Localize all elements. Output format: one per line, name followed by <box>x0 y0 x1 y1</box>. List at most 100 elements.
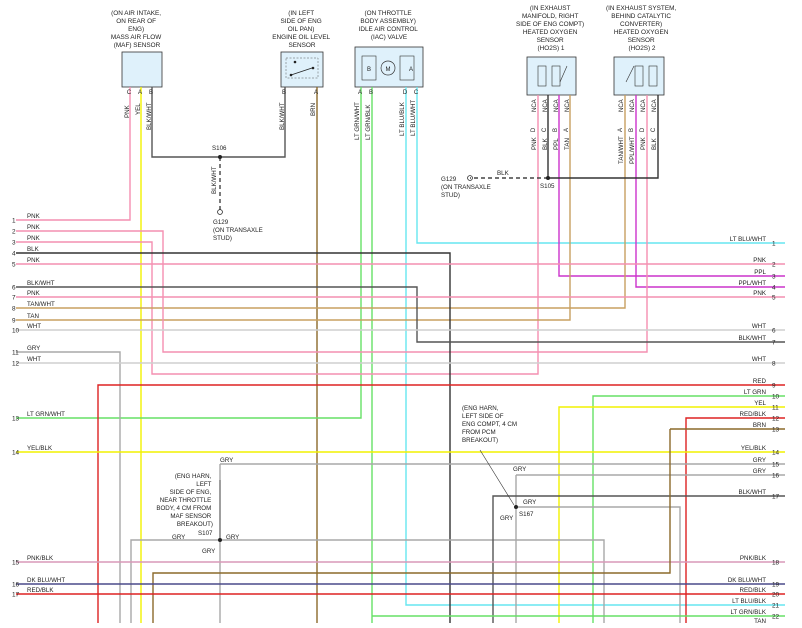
right-row-wire-label: YEL <box>754 400 766 407</box>
right-row-number: 8 <box>772 361 776 368</box>
left-row-number: 3 <box>12 240 16 247</box>
left-row-number: 16 <box>12 582 20 589</box>
wire-row10-lt-grn <box>592 395 785 623</box>
left-row-number: 5 <box>12 262 16 269</box>
ho2s1-pin-b: B <box>553 128 559 132</box>
splice-s167-dot <box>514 505 518 509</box>
maf-pin-b: B <box>149 90 153 96</box>
right-connector-rows: 1LT BLU/WHT2PNK3PPL4PPL/WHT5PNK6WHT7BLK/… <box>728 236 780 625</box>
iac-inner-m: M <box>386 67 391 73</box>
wire-iac-lt-grn-wht <box>16 87 362 419</box>
s107-gry-below-label: GRY <box>202 548 215 555</box>
maf-sensor-box <box>121 51 163 88</box>
left-row-wire-label: PNK <box>27 257 41 264</box>
oil-level-caption: (IN LEFT SIDE OF ENG OIL PAN) ENGINE OIL… <box>272 10 332 49</box>
wire-layer <box>16 87 785 623</box>
vertical-wire-labels: PNK YEL BLK/WHT BLK/WHT BRN LT GRN/WHT L… <box>124 99 658 164</box>
left-row-number: 4 <box>12 251 16 258</box>
ho2s2-pin-b: B <box>629 128 635 132</box>
left-row-number: 10 <box>12 328 20 335</box>
ho2s2-heater-symbol <box>625 65 658 87</box>
right-row-wire-label: BLK/WHT <box>738 489 766 496</box>
splice-s105-label: S105 <box>540 183 555 190</box>
wire-row11-gry <box>16 351 121 623</box>
wire-ho2s1-tan <box>16 95 571 321</box>
left-row-wire-label: TAN <box>27 313 39 320</box>
splice-s106-dot <box>218 155 222 159</box>
right-row-number: 2 <box>772 262 776 269</box>
right-row-number: 3 <box>772 274 776 281</box>
iac-inner-b: B <box>367 67 371 73</box>
ho2s1-wire-tan: TAN <box>564 138 571 150</box>
ho2s2-pin-d: D <box>640 127 646 132</box>
left-row-wire-label: PNK <box>27 235 41 242</box>
wire-iac-lt-blu-blk <box>405 87 785 606</box>
right-row-wire-label: PNK/BLK <box>740 555 767 562</box>
left-row-number: 7 <box>12 295 16 302</box>
right-row-wire-label: LT BLU/BLK <box>732 598 767 605</box>
left-row-wire-label: PNK <box>27 213 41 220</box>
splice-s107-dot <box>218 538 222 542</box>
maf-caption: (ON AIR INTAKE, ON REAR OF ENG) MASS AIR… <box>111 10 163 49</box>
right-row-wire-label: PPL/WHT <box>738 280 766 287</box>
g129-left-label: G129 (ON TRANSAXLE STUD) <box>213 219 264 242</box>
iac-wire-lt-grn-blk: LT GRN/BLK <box>365 104 372 140</box>
left-row-wire-label: LT GRN/WHT <box>27 411 65 418</box>
ho2s1-nca-3: NCA <box>554 99 560 112</box>
wire-maf-pnk <box>16 87 131 221</box>
right-row-number: 19 <box>772 582 780 589</box>
left-row-number: 6 <box>12 285 16 292</box>
wire-ho2s2-ppl-wht <box>635 95 785 288</box>
ho2s1-heater-symbol <box>537 65 568 87</box>
right-row-wire-label: BRN <box>753 422 766 429</box>
splice-s167-label: S167 <box>519 511 534 518</box>
oil-level-switch-symbol <box>285 57 319 79</box>
left-row-wire-label: BLK <box>27 246 40 253</box>
ho2s1-pin-a: A <box>564 128 570 132</box>
right-row-number: 17 <box>772 494 780 501</box>
right-row-wire-label: TAN <box>754 618 766 623</box>
ho2s2-pin-a: A <box>618 128 624 132</box>
right-row-number: 21 <box>772 603 780 610</box>
left-row-number: 14 <box>12 450 20 457</box>
left-row-wire-label: BLK/WHT <box>27 280 55 287</box>
iac-pin-c: C <box>414 90 419 96</box>
ho2s2-wire-blk: BLK <box>651 137 658 150</box>
left-row-number: 15 <box>12 560 20 567</box>
right-row-wire-label: LT BLU/WHT <box>730 236 766 243</box>
ho2s1-nca-4: NCA <box>565 99 571 112</box>
ho2s2-nca-4: NCA <box>652 99 658 112</box>
right-row-wire-label: RED <box>753 378 767 385</box>
iac-wire-lt-blu-blk: LT BLU/BLK <box>399 101 406 136</box>
oil-wire-brn: BRN <box>310 103 317 116</box>
iac-motor-symbol: B M A <box>361 55 415 81</box>
iac-wire-lt-blu-wht: LT BLU/WHT <box>410 100 417 136</box>
left-connector-rows: 1PNK2PNK3PNK4BLK5PNK6BLK/WHT7PNK8TAN/WHT… <box>12 213 65 599</box>
wire-ho2s2-blk <box>548 95 659 179</box>
splice-dots <box>217 155 550 542</box>
splice-s106-label: S106 <box>212 145 227 152</box>
ho2s2-wire-ppl-wht: PPL/WHT <box>629 136 636 164</box>
maf-wire-blk-wht: BLK/WHT <box>146 102 153 130</box>
left-row-number: 2 <box>12 229 16 236</box>
right-row-number: 4 <box>772 285 776 292</box>
left-row-number: 13 <box>12 416 20 423</box>
right-row-number: 10 <box>772 394 780 401</box>
right-row-wire-label: DK BLU/WHT <box>728 577 766 584</box>
right-row-wire-label: GRY <box>753 468 766 475</box>
oil-level-sensor-box <box>280 51 324 88</box>
iac-caption: (ON THROTTLE BODY ASSEMBLY) IDLE AIR CON… <box>359 10 420 41</box>
left-row-wire-label: WHT <box>27 323 41 330</box>
wire-ho2s1-pnk <box>16 95 539 375</box>
maf-pin-a: A <box>138 90 142 96</box>
ho2s1-box <box>526 56 577 96</box>
right-row-number: 5 <box>772 295 776 302</box>
right-row-wire-label: RED/BLK <box>740 411 767 418</box>
s107-gry-top-label: GRY <box>220 457 233 464</box>
ho2s2-nca-2: NCA <box>630 99 636 112</box>
left-row-number: 17 <box>12 592 20 599</box>
right-row-wire-label: WHT <box>752 323 766 330</box>
wire-row9-red <box>97 384 785 623</box>
iac-wire-lt-grn-wht: LT GRN/WHT <box>354 102 361 140</box>
